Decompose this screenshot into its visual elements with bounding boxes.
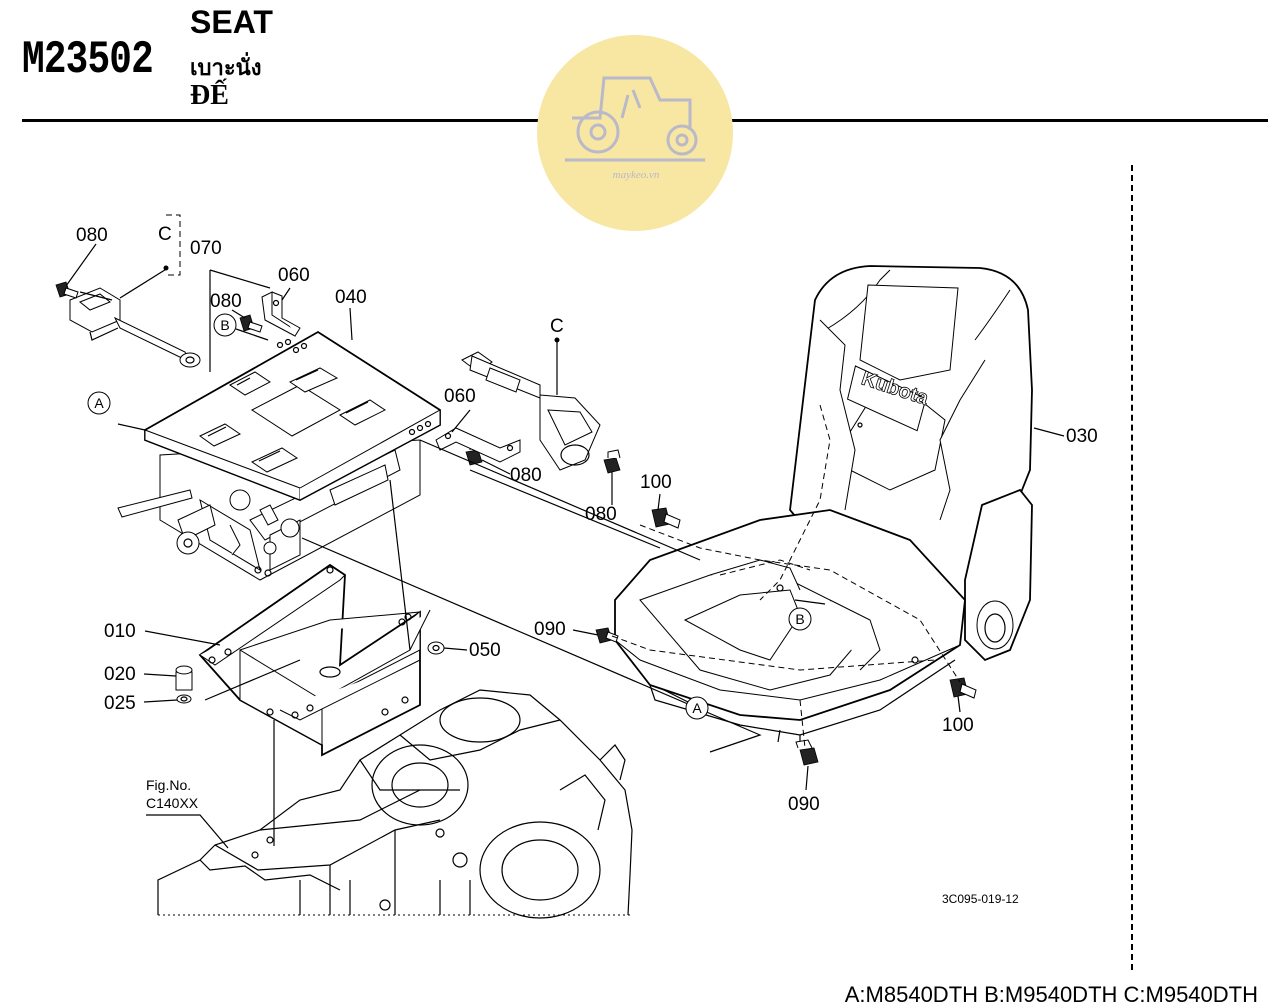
page-divider-dashed [1131, 165, 1133, 970]
callout-c-belt: C [550, 316, 564, 337]
callout-b-seat: B [788, 607, 812, 631]
figure-reference-line1: Fig.No. [146, 777, 191, 793]
part-label-100-top: 100 [640, 472, 672, 493]
bolt-080-b [239, 314, 263, 333]
bracket-060-upper [261, 291, 301, 337]
bolt-080-d [603, 449, 621, 474]
watermark-logo: maykeo.vn [537, 35, 733, 231]
part-label-020: 020 [104, 664, 136, 685]
seat-030: Kubota [614, 265, 1033, 745]
bolt-020 [175, 665, 193, 691]
part-label-070: 070 [190, 238, 222, 259]
part-label-090-bottom: 090 [788, 794, 820, 815]
part-label-100-bottom: 100 [942, 715, 974, 736]
part-label-050: 050 [469, 640, 501, 661]
part-label-040: 040 [335, 287, 367, 308]
part-label-080-c: 080 [510, 465, 542, 486]
transmission-housing [157, 689, 633, 919]
seat-rail-plate-040 [144, 330, 441, 501]
nut-050 [427, 641, 445, 655]
watermark-text: maykeo.vn [613, 169, 660, 181]
callout-a-seat: A [685, 696, 709, 720]
part-label-090-left: 090 [534, 619, 566, 640]
seat-belt-buckle-070 [69, 287, 201, 368]
title-thai: เบาะนั่ง [190, 56, 262, 81]
part-label-080-b: 080 [210, 291, 242, 312]
part-group-code: M23502 [22, 34, 154, 86]
title-vietnamese: ĐẾ [190, 80, 229, 111]
part-label-025: 025 [104, 693, 136, 714]
bolt-090-a [595, 627, 619, 644]
title-english: SEAT [190, 4, 273, 40]
figure-reference-line2: C140XX [146, 795, 199, 811]
seat-suspension-mechanism [117, 439, 421, 581]
seat-belt-retractor [461, 351, 601, 471]
part-label-080-a: 080 [76, 225, 108, 246]
washer-025 [176, 694, 192, 704]
svg-text:A: A [94, 395, 104, 411]
callout-c-top: C [158, 224, 172, 245]
part-label-080-d: 080 [585, 504, 617, 525]
model-applicability-note: A:M8540DTH B:M9540DTH C:M9540DTH [844, 982, 1258, 1007]
part-label-010: 010 [104, 621, 136, 642]
bracket-060-lower [435, 427, 521, 463]
seat-support-box [198, 563, 431, 757]
svg-text:B: B [220, 317, 229, 333]
bolt-100-a [651, 507, 681, 529]
bolt-090-b [795, 739, 819, 766]
callout-a-left: A [87, 391, 111, 415]
part-label-060-lower: 060 [444, 386, 476, 407]
bolt-100-b [949, 677, 977, 699]
part-label-030: 030 [1066, 426, 1098, 447]
assembly-guide-lines [65, 214, 1065, 849]
part-label-060-upper: 060 [278, 265, 310, 286]
callout-b-top: B [213, 313, 237, 337]
svg-text:A: A [692, 700, 702, 716]
drawing-number: 3C095-019-12 [942, 892, 1019, 906]
svg-text:B: B [795, 611, 804, 627]
